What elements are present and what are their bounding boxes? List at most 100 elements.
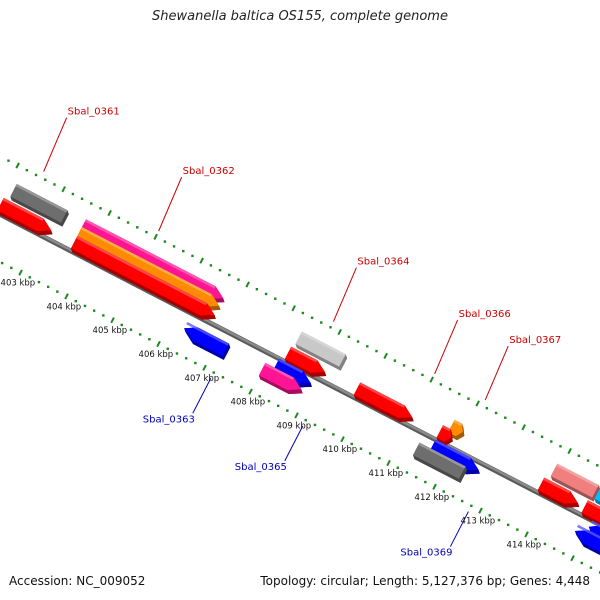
major-tick bbox=[383, 352, 388, 359]
minor-tick bbox=[276, 404, 280, 408]
minor-tick bbox=[467, 397, 470, 400]
minor-tick bbox=[53, 183, 56, 186]
feature-face bbox=[284, 346, 325, 373]
minor-tick bbox=[194, 361, 197, 365]
minor-tick bbox=[184, 357, 188, 360]
minor-tick bbox=[402, 364, 406, 367]
feature-track bbox=[0, 184, 600, 560]
feature-Sbal_0366_cds[interactable] bbox=[353, 382, 414, 422]
minor-tick bbox=[46, 285, 50, 289]
feature-Sbal_0369_gene[interactable] bbox=[413, 442, 467, 483]
major-tick bbox=[337, 328, 342, 336]
minor-tick bbox=[148, 338, 151, 341]
scale-label: 413 kbp bbox=[461, 517, 496, 527]
feature-side bbox=[310, 372, 327, 377]
gene-label[interactable]: Sbal_0364 bbox=[357, 257, 409, 268]
minor-tick bbox=[138, 333, 142, 336]
callout-line bbox=[332, 267, 357, 322]
callout-line bbox=[192, 378, 212, 414]
minor-tick bbox=[540, 435, 544, 438]
major-tick bbox=[521, 424, 526, 431]
minor-tick bbox=[56, 290, 59, 293]
feature-face bbox=[184, 327, 229, 356]
minor-tick bbox=[267, 399, 271, 403]
feature-right_cds_b[interactable] bbox=[581, 500, 600, 531]
minor-tick bbox=[378, 457, 381, 460]
feature-Sbal_0362_feat_b[interactable] bbox=[75, 227, 221, 311]
gene-label[interactable]: Sbal_0366 bbox=[459, 309, 511, 320]
feature-Sbal_0361_cds[interactable] bbox=[0, 198, 53, 236]
feature-face bbox=[353, 382, 413, 418]
major-tick bbox=[248, 388, 253, 395]
feature-highlight bbox=[264, 362, 294, 380]
feature-side bbox=[296, 382, 312, 388]
minor-tick bbox=[550, 440, 553, 443]
feature-Sbal_0367_cds[interactable] bbox=[436, 425, 453, 446]
callout-line bbox=[43, 117, 68, 172]
major-tick bbox=[478, 507, 483, 514]
minor-tick bbox=[175, 352, 179, 355]
minor-tick bbox=[439, 383, 443, 386]
tick-track bbox=[0, 159, 600, 574]
gene-label[interactable]: Sbal_0363 bbox=[143, 414, 195, 425]
gene-label[interactable]: Sbal_0365 bbox=[235, 462, 287, 473]
feature-side bbox=[284, 359, 313, 377]
major-tick bbox=[291, 305, 296, 312]
feature-side bbox=[60, 210, 69, 227]
minor-tick bbox=[163, 240, 167, 243]
feature-right_cds_a[interactable] bbox=[537, 477, 580, 508]
minor-tick bbox=[586, 459, 590, 462]
feature-side bbox=[450, 429, 453, 442]
feature-highlight bbox=[586, 500, 600, 510]
feature-highlight bbox=[2, 198, 44, 221]
feature-face bbox=[10, 184, 68, 223]
minor-tick bbox=[136, 226, 139, 229]
feature-Sbal_0365_cds_b[interactable] bbox=[258, 362, 303, 395]
gene-label[interactable]: Sbal_0361 bbox=[68, 107, 120, 118]
feature-side bbox=[222, 343, 231, 360]
gene-label[interactable]: Sbal_0369 bbox=[400, 548, 452, 559]
feature-face bbox=[594, 488, 600, 502]
feature-Sbal_0364_cds[interactable] bbox=[284, 346, 327, 377]
minor-tick bbox=[221, 376, 225, 379]
scale-label: 406 kbp bbox=[139, 350, 174, 360]
feature-right_gene_a[interactable] bbox=[550, 463, 600, 502]
gene-label[interactable]: Sbal_0362 bbox=[183, 166, 235, 177]
minor-tick bbox=[552, 547, 556, 550]
minor-tick bbox=[350, 442, 353, 446]
callout-line bbox=[158, 176, 183, 232]
major-tick bbox=[199, 257, 204, 264]
feature-Sbal_0363_cds[interactable] bbox=[184, 322, 231, 360]
feature-right_gene_b[interactable] bbox=[594, 486, 600, 520]
minor-tick bbox=[212, 371, 215, 374]
feature-face bbox=[537, 477, 578, 504]
major-tick bbox=[107, 209, 112, 217]
minor-tick bbox=[117, 216, 121, 220]
minor-tick bbox=[329, 326, 332, 329]
minor-tick bbox=[366, 345, 369, 348]
gene-callouts: Sbal_0361Sbal_0362Sbal_0364Sbal_0366Sbal… bbox=[43, 107, 561, 559]
feature-Sbal_0364_gene[interactable] bbox=[295, 331, 348, 371]
feature-right_cds_d[interactable] bbox=[574, 524, 600, 560]
feature-Sbal_0362_cds[interactable] bbox=[70, 236, 216, 320]
minor-tick bbox=[513, 421, 516, 424]
minor-tick bbox=[460, 499, 464, 503]
major-tick bbox=[18, 269, 23, 276]
minor-tick bbox=[99, 207, 102, 210]
major-tick bbox=[15, 162, 20, 169]
minor-tick bbox=[172, 245, 176, 248]
feature-side bbox=[455, 432, 465, 441]
feature-side bbox=[10, 196, 63, 227]
gene-label[interactable]: Sbal_0367 bbox=[509, 335, 561, 346]
feature-Sbal_0361_gene[interactable] bbox=[10, 184, 69, 227]
minor-tick bbox=[37, 280, 41, 284]
minor-tick bbox=[102, 314, 105, 317]
minor-tick bbox=[534, 537, 537, 541]
minor-tick bbox=[166, 347, 169, 350]
minor-tick bbox=[310, 316, 314, 319]
scale-label: 403 kbp bbox=[1, 279, 36, 289]
feature-Sbal_0365_cds_a[interactable] bbox=[272, 358, 312, 388]
feature-face bbox=[413, 442, 466, 479]
